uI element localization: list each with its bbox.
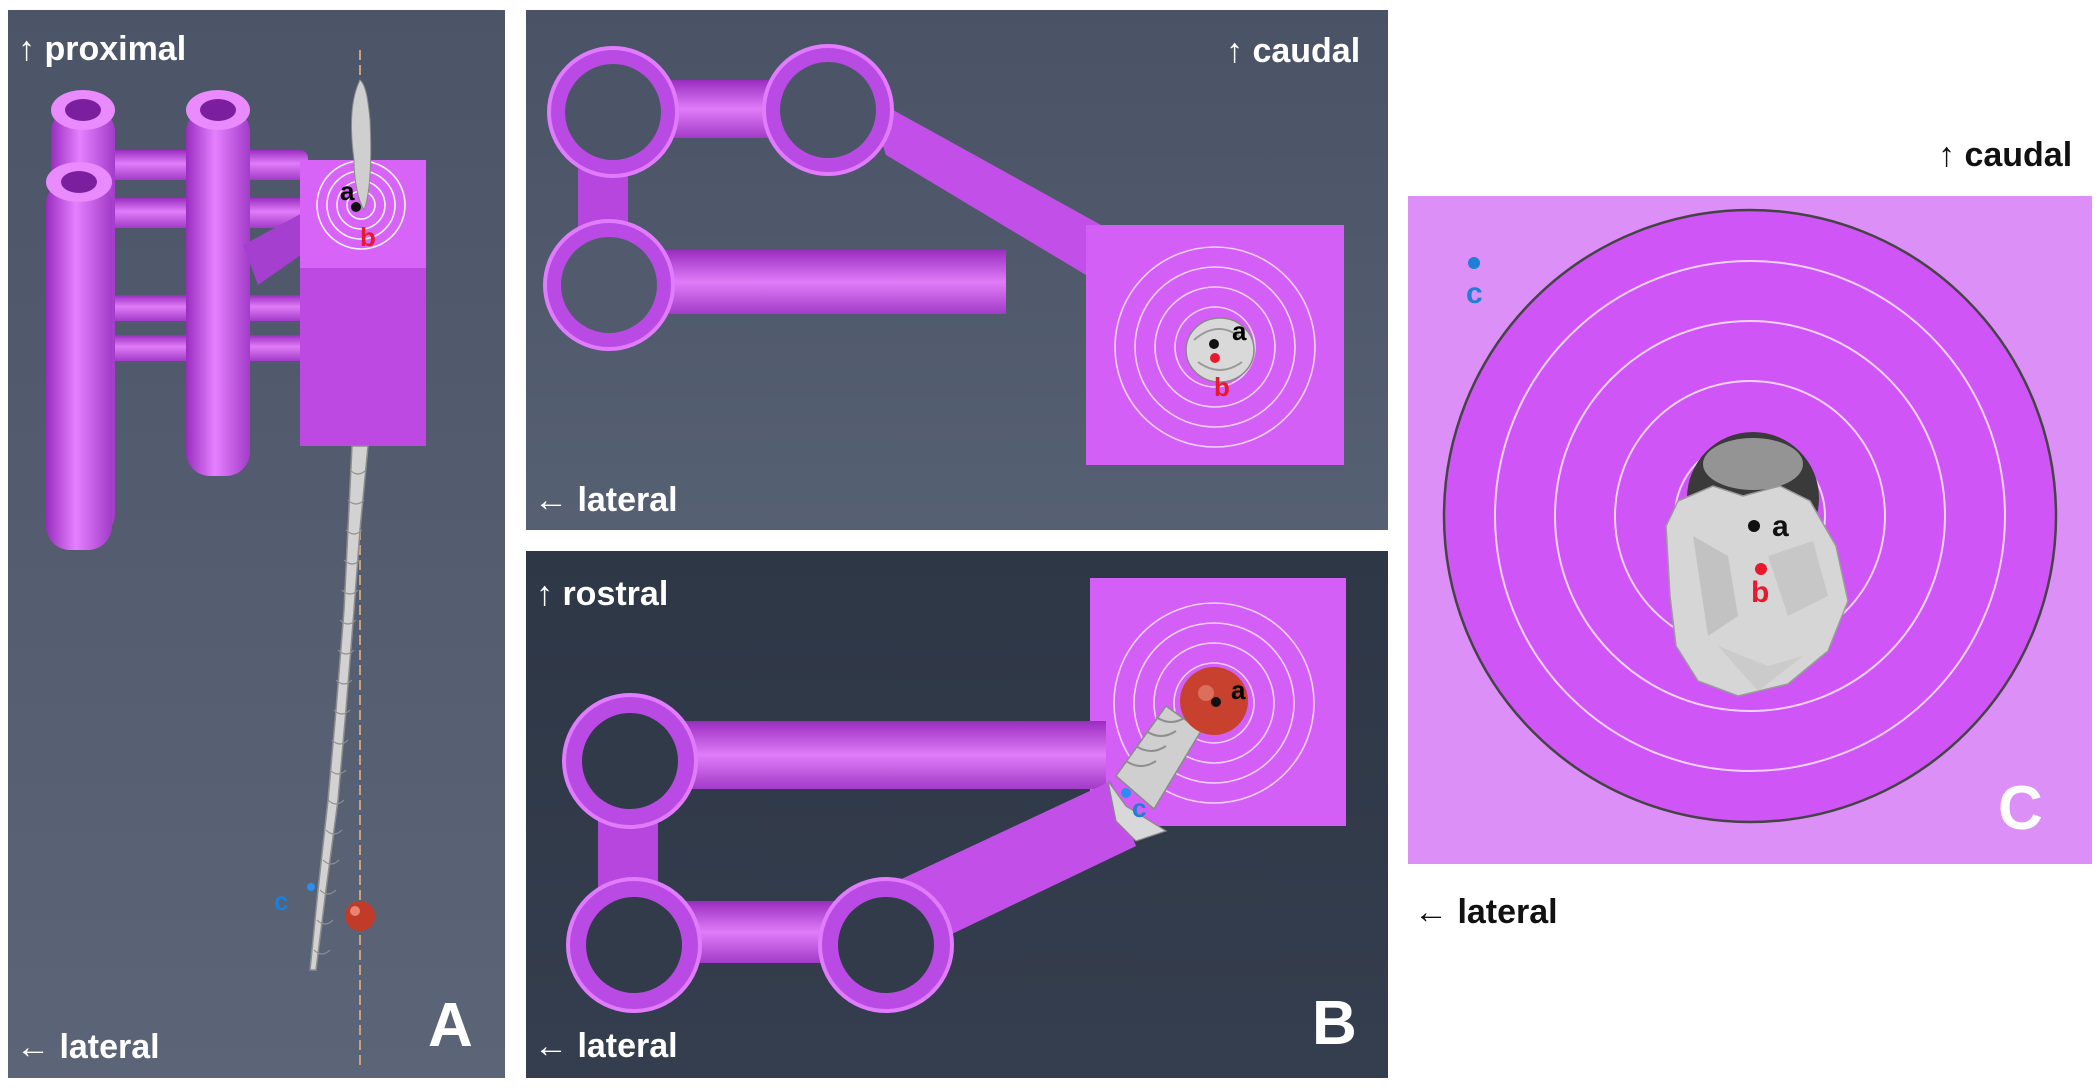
orientation-bottom-label: ← lateral	[16, 1028, 160, 1066]
point-a-marker	[1211, 697, 1221, 707]
panel-c-orientation-top-label: ↑ caudal	[1938, 136, 2073, 174]
point-a-label: a	[340, 176, 355, 206]
screw-upper	[351, 79, 372, 212]
point-c-marker	[1121, 788, 1131, 798]
orientation-top-label: ↑ rostral	[536, 575, 669, 613]
frame-post	[186, 108, 250, 476]
panel-letter: C	[1998, 774, 2043, 843]
point-b-label: b	[1751, 576, 1770, 609]
orientation-top-label: ↑ proximal	[18, 30, 187, 68]
orientation-top-label: ↑ caudal	[1226, 32, 1361, 70]
frame-bar	[866, 95, 1101, 275]
point-b-marker	[1210, 353, 1220, 363]
panel-letter: A	[428, 991, 473, 1060]
point-b-label: b	[1214, 372, 1230, 402]
panel-a-drawing	[46, 50, 426, 1068]
point-a-marker	[1209, 339, 1219, 349]
bone-fragment	[1665, 485, 1849, 697]
panel-a: ↑ proximal ← lateral A a b c	[8, 10, 505, 1078]
frame-bar	[676, 721, 1106, 789]
point-c-label: c	[274, 886, 289, 916]
point-a-marker	[1748, 520, 1760, 532]
panel-b-bottom: ↑ rostral ← lateral B a c	[526, 551, 1388, 1078]
point-b-marker	[1755, 563, 1767, 575]
point-a-label: a	[1772, 510, 1789, 543]
point-c-marker	[307, 883, 315, 891]
panel-b-top-drawing	[543, 44, 1344, 465]
screw-lower	[309, 445, 369, 971]
target-block-side	[300, 268, 426, 446]
point-c-label: c	[1132, 793, 1147, 823]
frame-bar	[646, 250, 1006, 314]
point-b-label: b	[360, 222, 376, 252]
sphere-marker	[345, 901, 375, 931]
panel-letter: B	[1312, 989, 1357, 1058]
point-a-label: a	[1232, 316, 1247, 346]
panel-c: a b c C	[1408, 196, 2092, 864]
point-a-label: a	[1231, 675, 1246, 705]
point-c-label: c	[1466, 277, 1483, 310]
panel-c-orientation-bottom-label: ← lateral	[1414, 893, 1558, 931]
frame-post	[46, 180, 112, 550]
point-a-marker	[351, 202, 361, 212]
orientation-bottom-label: ← lateral	[534, 1027, 678, 1065]
panel-b-top: ↑ caudal ← lateral a b	[526, 10, 1388, 530]
panel-c-drawing	[1442, 208, 2058, 824]
panel-b-bottom-drawing	[562, 578, 1346, 1013]
point-c-marker	[1468, 257, 1480, 269]
orientation-bottom-label: ← lateral	[534, 481, 678, 519]
